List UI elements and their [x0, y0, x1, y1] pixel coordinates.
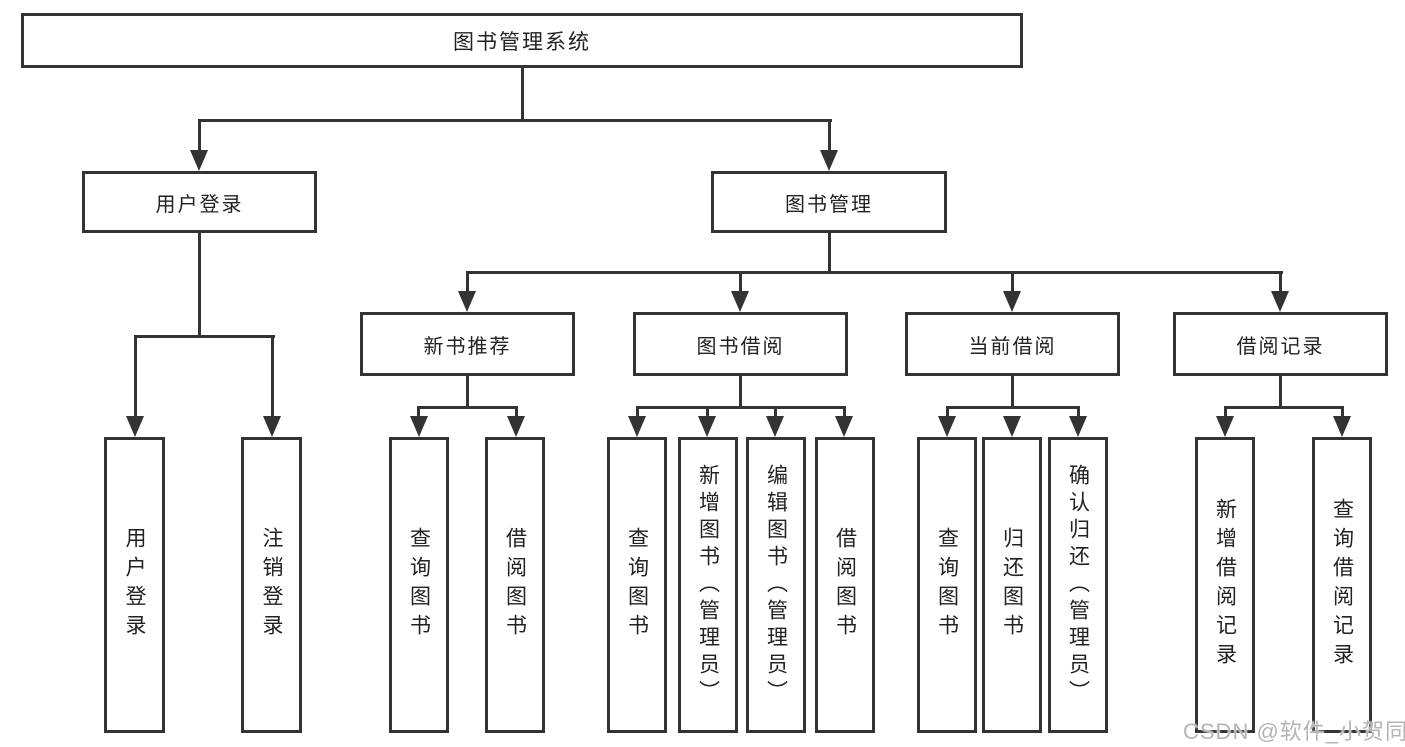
node-current-borrow: 当前借阅: [905, 312, 1120, 376]
connector-line: [417, 406, 420, 420]
leaf-edit-books-admin: 编辑图书（管理员）: [746, 437, 806, 733]
connector-line: [739, 271, 742, 293]
node-new-book-recommend: 新书推荐: [360, 312, 575, 376]
connector-line: [739, 376, 742, 409]
node-book-management: 图书管理: [711, 171, 947, 233]
node-book-borrow: 图书借阅: [633, 312, 848, 376]
node-user-login: 用户登录: [82, 171, 317, 233]
arrow-down-icon: [731, 291, 749, 312]
connector-line: [1279, 271, 1282, 293]
arrow-down-icon: [1333, 416, 1351, 437]
connector-line: [946, 406, 1080, 409]
arrow-down-icon: [938, 416, 956, 437]
leaf-confirm-return-admin: 确认归还（管理员）: [1048, 437, 1108, 733]
node-borrow-records: 借阅记录: [1173, 312, 1388, 376]
connector-line: [1077, 406, 1080, 420]
connector-line: [198, 119, 832, 122]
leaf-borrow-books-2: 借阅图书: [815, 437, 875, 733]
arrow-down-icon: [1271, 291, 1289, 312]
connector-line: [774, 406, 777, 420]
arrow-down-icon: [1003, 291, 1021, 312]
arrow-down-icon: [507, 416, 525, 437]
arrow-down-icon: [458, 291, 476, 312]
connector-line: [466, 271, 469, 293]
leaf-logout: 注销登录: [241, 437, 302, 733]
connector-line: [1011, 271, 1014, 293]
connector-line: [515, 406, 518, 420]
connector-line: [466, 271, 1283, 274]
connector-line: [828, 119, 831, 152]
connector-line: [521, 68, 524, 121]
leaf-query-books-3: 查询图书: [917, 437, 977, 733]
connector-line: [198, 233, 201, 337]
arrow-down-icon: [190, 150, 208, 171]
arrow-down-icon: [628, 416, 646, 437]
arrow-down-icon: [1069, 416, 1087, 437]
connector-line: [1341, 406, 1344, 420]
arrow-down-icon: [766, 416, 784, 437]
connector-line: [636, 406, 846, 409]
connector-line: [843, 406, 846, 420]
leaf-borrow-books-1: 借阅图书: [485, 437, 545, 733]
leaf-user-login: 用户登录: [104, 437, 165, 733]
connector-line: [946, 406, 949, 420]
leaf-query-books-1: 查询图书: [389, 437, 449, 733]
connector-line: [706, 406, 709, 420]
arrow-down-icon: [126, 416, 144, 437]
connector-line: [271, 335, 274, 418]
arrow-down-icon: [410, 416, 428, 437]
node-root: 图书管理系统: [21, 13, 1023, 68]
connector-line: [1224, 406, 1227, 420]
arrow-down-icon: [1003, 416, 1021, 437]
connector-line: [417, 406, 518, 409]
connector-line: [466, 376, 469, 409]
connector-line: [134, 335, 275, 338]
arrow-down-icon: [820, 150, 838, 171]
connector-line: [636, 406, 639, 420]
leaf-add-books-admin: 新增图书（管理员）: [678, 437, 738, 733]
csdn-watermark: CSDN @软件_小贺同学: [1183, 719, 1405, 744]
connector-line: [198, 119, 201, 152]
arrow-down-icon: [263, 416, 281, 437]
leaf-query-books-2: 查询图书: [607, 437, 667, 733]
leaf-return-books: 归还图书: [982, 437, 1042, 733]
arrow-down-icon: [1216, 416, 1234, 437]
arrow-down-icon: [698, 416, 716, 437]
connector-line: [1224, 406, 1344, 409]
leaf-add-borrow-record: 新增借阅记录: [1195, 437, 1255, 733]
connector-line: [134, 335, 137, 418]
connector-line: [1011, 376, 1014, 409]
connector-line: [828, 233, 831, 273]
arrow-down-icon: [835, 416, 853, 437]
connector-line: [1279, 376, 1282, 409]
leaf-query-borrow-record: 查询借阅记录: [1312, 437, 1372, 733]
